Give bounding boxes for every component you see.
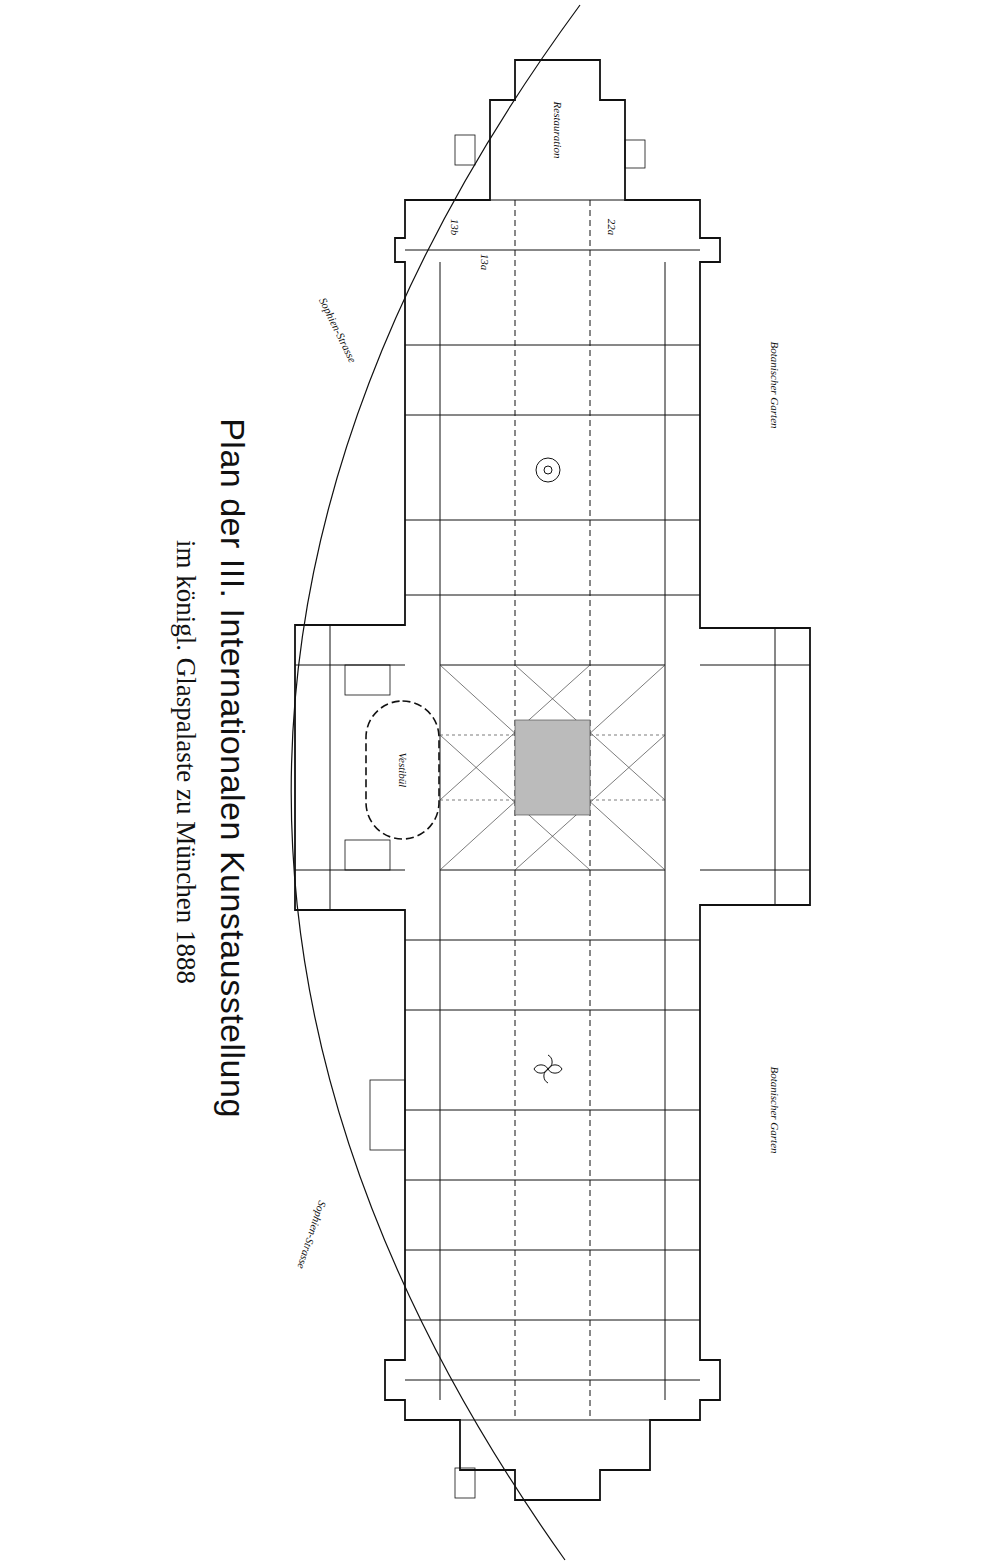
street-name: Sophien-Strasse — [316, 294, 360, 367]
building-outline — [295, 60, 810, 1500]
garden-name: Botanischer Garten — [769, 1064, 781, 1155]
wall — [440, 262, 441, 1400]
garden-name: Botanischer Garten — [769, 339, 781, 430]
stair — [455, 135, 475, 165]
stair — [345, 840, 390, 870]
room-number: 22a — [606, 217, 618, 238]
wall — [440, 665, 665, 666]
crossing-hatch — [440, 665, 665, 870]
wall — [405, 1250, 700, 1251]
fountain — [536, 458, 560, 482]
oval-shape — [366, 701, 439, 839]
fountain — [544, 466, 552, 474]
street-name: Sophien-Strasse — [295, 1198, 330, 1273]
wall — [775, 628, 776, 905]
wall — [700, 870, 810, 871]
wall — [405, 250, 700, 251]
room-name: Vestibül — [397, 751, 409, 790]
stair — [455, 1468, 475, 1498]
wall — [460, 1420, 650, 1421]
room-walls — [295, 200, 810, 1420]
wall — [405, 520, 700, 521]
wall — [700, 665, 810, 666]
stair — [345, 665, 390, 695]
wall — [330, 625, 331, 910]
wall — [405, 415, 700, 416]
stair — [370, 1080, 405, 1150]
wall — [405, 1180, 700, 1181]
wall — [665, 262, 666, 1400]
wall — [490, 200, 625, 201]
crossing-center — [515, 720, 590, 815]
stairs — [345, 135, 645, 1498]
restaurant-wing: Restauration — [515, 60, 600, 200]
wall — [440, 870, 665, 871]
room-number: 13b — [449, 217, 461, 238]
room-name: Restauration — [552, 100, 564, 161]
wall — [405, 1320, 700, 1321]
wall — [405, 345, 700, 346]
stair — [625, 140, 645, 168]
wall — [405, 940, 700, 941]
fountain — [534, 1055, 562, 1083]
plan-title: Plan der III. Internationalen Kunstausst… — [213, 418, 252, 1118]
vestibule-oval: Vestibül — [365, 700, 440, 840]
plan-subtitle: im königl. Glaspalaste zu München 1888 — [170, 540, 201, 984]
wall — [405, 1380, 700, 1381]
wall — [405, 1010, 700, 1011]
wall — [405, 595, 700, 596]
hatch — [440, 665, 665, 870]
room-number: 13a — [479, 252, 491, 273]
hatch — [440, 665, 665, 870]
plan-drawing — [291, 5, 810, 1560]
wall — [405, 1110, 700, 1111]
